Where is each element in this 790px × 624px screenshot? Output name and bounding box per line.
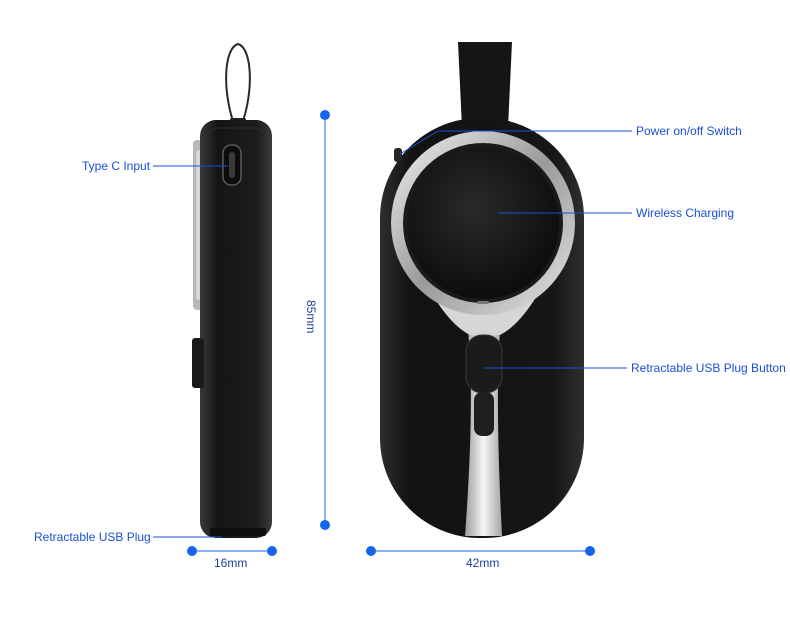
power-switch-label: Power on/off Switch [636,124,742,138]
side-view-device [192,42,272,538]
usb-plug-button-label: Retractable USB Plug Button [631,361,786,375]
wireless-charging-pad [407,147,559,299]
front-view-device [380,42,584,538]
dimension-lines [192,115,590,552]
retractable-usb-plug-label: Retractable USB Plug [34,530,151,544]
dimension-markers [187,110,595,556]
height-dimension-label: 85mm [304,300,318,334]
callout-lines [153,130,632,538]
wireless-charging-label: Wireless Charging [636,206,735,220]
type-c-input-label: Type C Input [82,159,151,173]
power-switch [394,148,402,162]
thickness-dimension-label: 16mm [214,556,248,570]
width-dimension-label: 42mm [466,556,500,570]
usb-plug-button [465,334,503,394]
